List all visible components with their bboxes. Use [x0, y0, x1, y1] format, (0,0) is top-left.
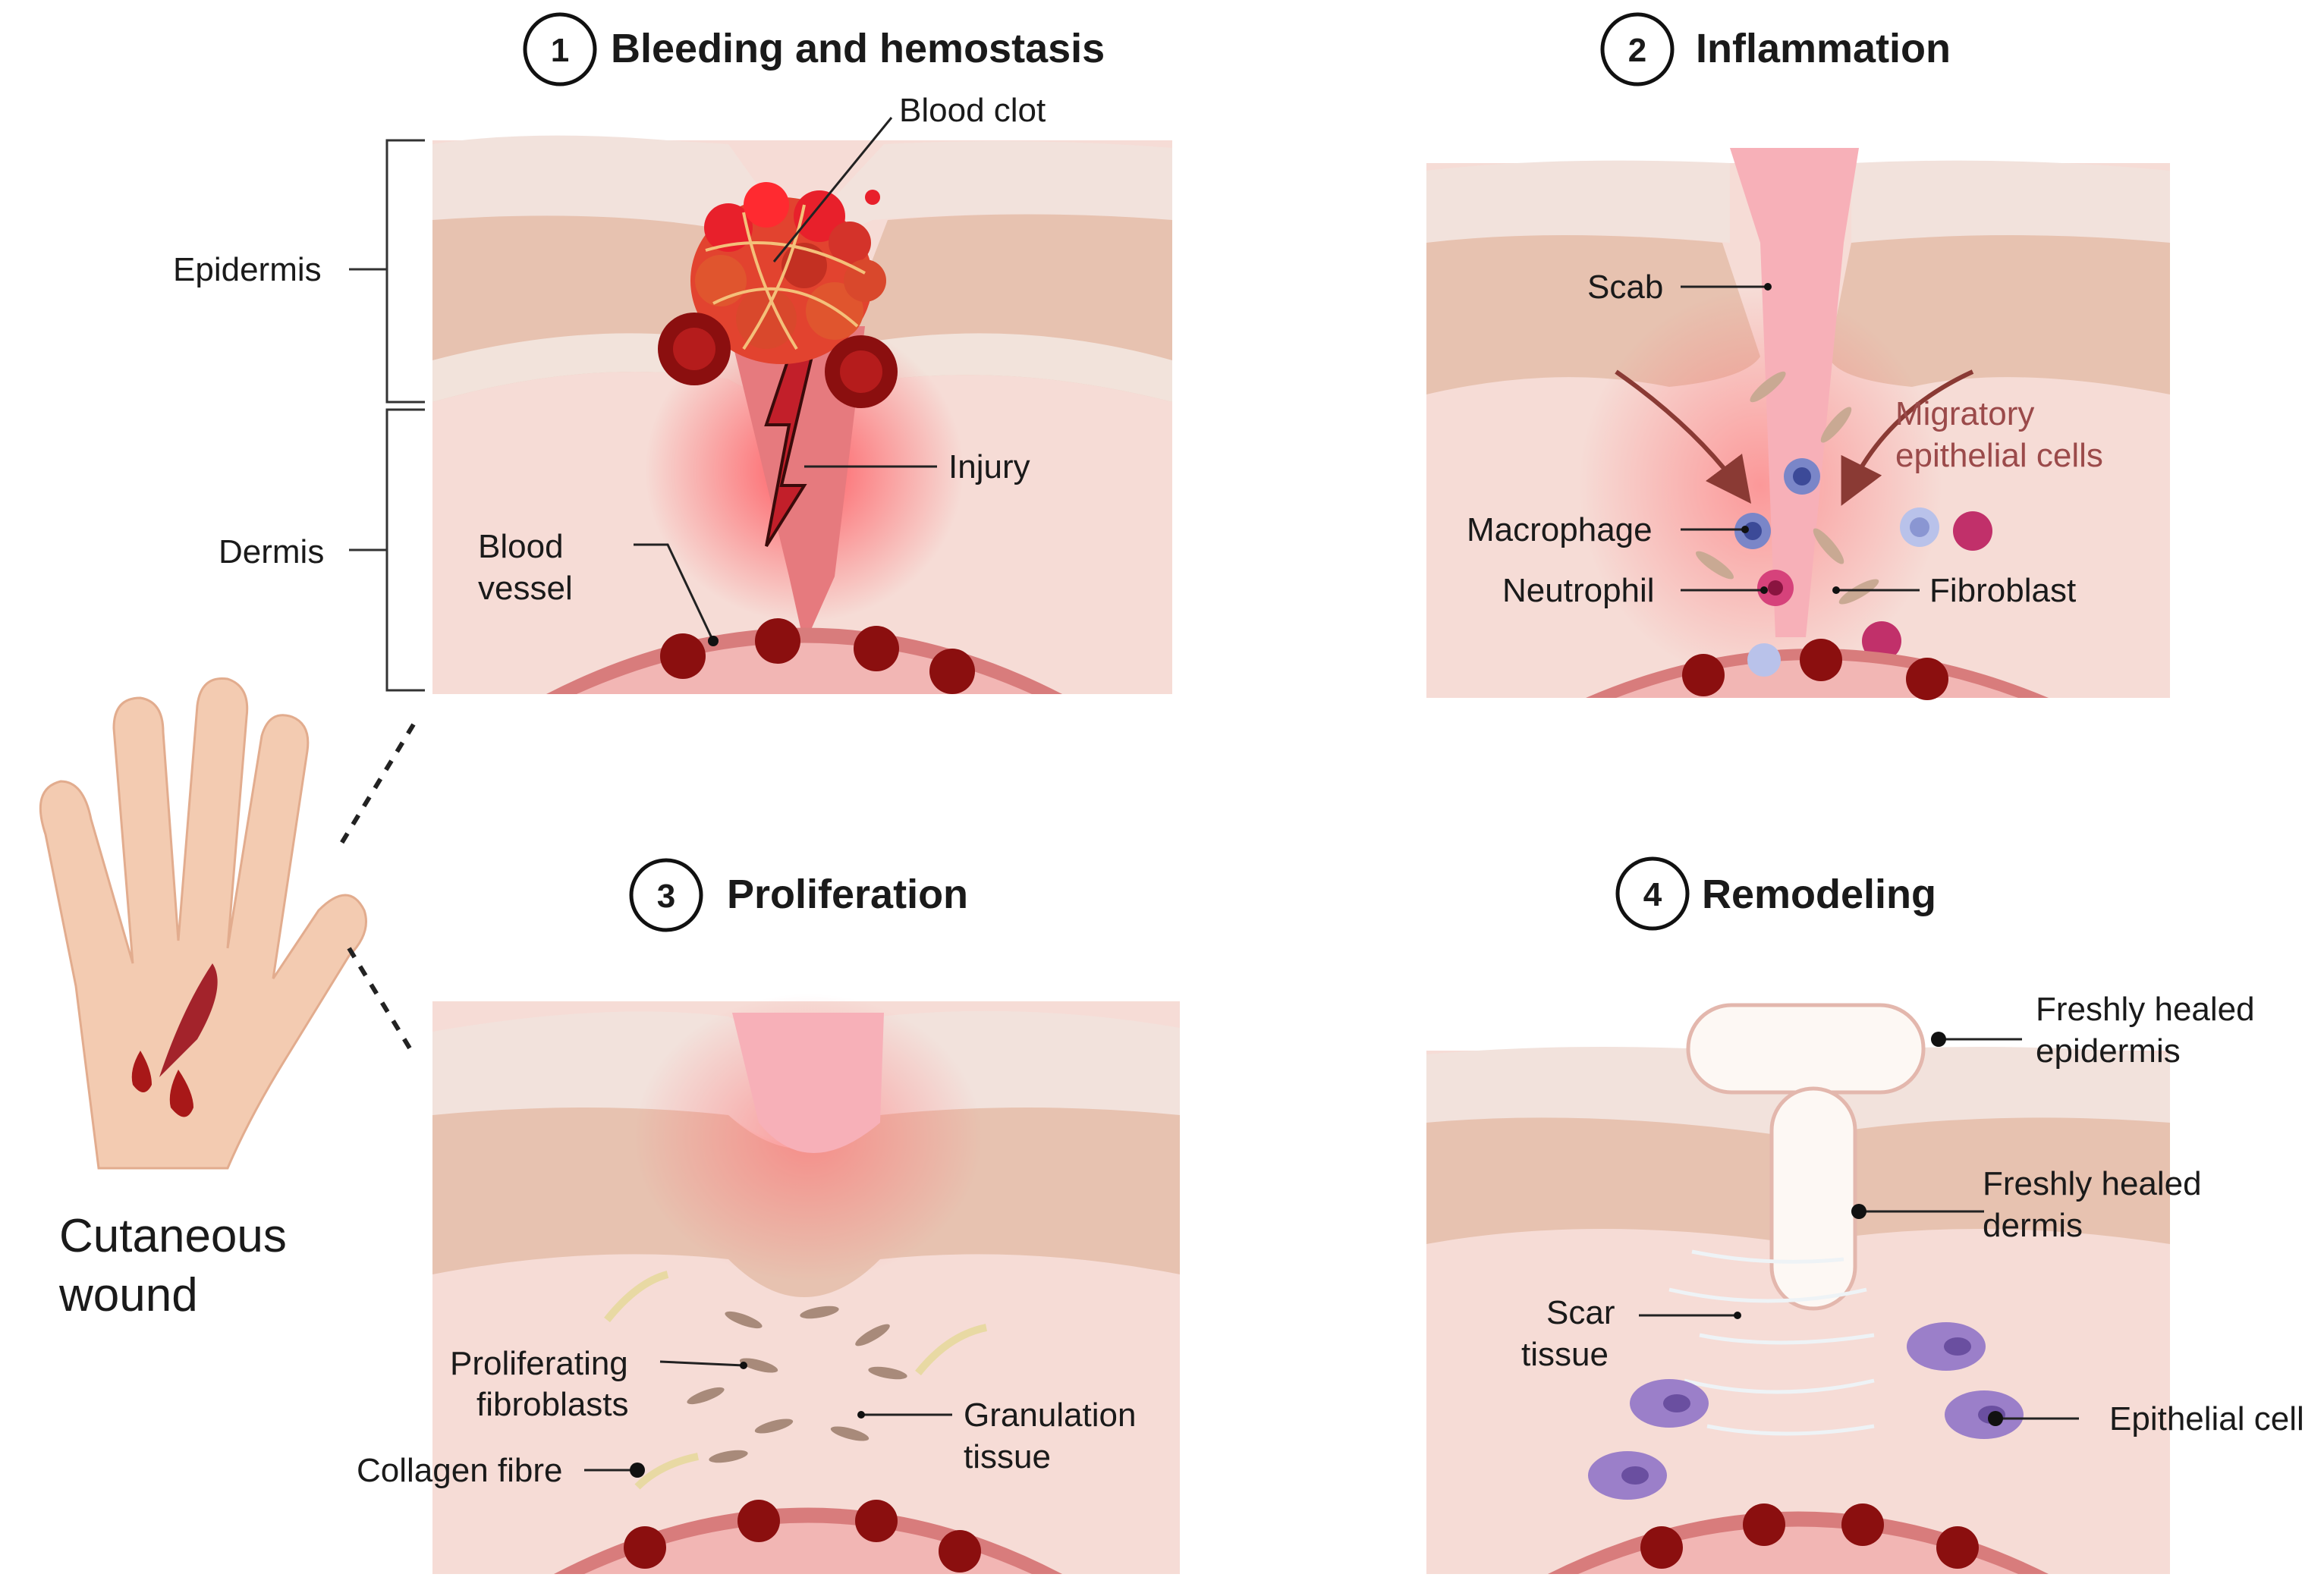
fibroblast-cell: [687, 1306, 907, 1463]
epidermis-bracket: [385, 139, 425, 404]
vessel-rbcs: [624, 1500, 981, 1573]
stage-number-badge: [523, 12, 597, 86]
label-granulation-line1: Granulation: [964, 1397, 1136, 1434]
label-prolif-line1: Proliferating: [450, 1345, 628, 1382]
panel-inflammation: [1426, 148, 2170, 700]
label-granulation-line2: tissue: [964, 1438, 1051, 1475]
label-fresh-dermis-line1: Freshly healed: [1983, 1165, 2202, 1202]
label-prolif-line2: fibroblasts: [476, 1386, 629, 1423]
scab: [1730, 148, 1859, 637]
leader-lines: [584, 117, 2079, 1472]
epithelial-cell: [1588, 1322, 2024, 1500]
leader-dots: [630, 283, 2003, 1478]
dermis-bracket: [385, 408, 425, 692]
label-blood-clot: Blood clot: [899, 92, 1046, 129]
label-migratory-line2: epithelial cells: [1895, 437, 2103, 474]
label-scab: Scab: [1587, 269, 1663, 306]
scar-fibres: [1668, 1249, 1875, 1436]
panel-bleeding: [349, 135, 1172, 694]
label-blood-vessel-line1: Blood: [478, 528, 564, 565]
red-blood-cell: [658, 313, 898, 408]
label-fresh-epidermis-line2: epidermis: [2036, 1032, 2181, 1070]
stage-number-badge: [629, 858, 703, 932]
vessel-rbcs: [1640, 1503, 1979, 1569]
label-fresh-dermis-line2: dermis: [1983, 1207, 2083, 1244]
label-scar-line1: Scar: [1546, 1294, 1615, 1331]
stage-number-badge: [1600, 12, 1675, 86]
label-neutrophil: Neutrophil: [1502, 572, 1655, 609]
blood-drop: [169, 1070, 193, 1117]
label-collagen: Collagen fibre: [357, 1452, 563, 1489]
inflammation-glow: [1578, 288, 1942, 683]
migration-arrow-right: [1841, 369, 1974, 506]
vessel-rbcs: [1682, 639, 1948, 700]
migration-arrow-left: [1615, 369, 1752, 504]
stratum-corneum: [432, 135, 1172, 250]
hand-illustration: [39, 677, 416, 1170]
stage-title-2: 2 Inflammation: [1600, 12, 1951, 86]
injury-lightning: [764, 330, 814, 548]
collagen-fibre: [604, 1271, 988, 1490]
stage-title-1: 1 Bleeding and hemostasis: [523, 12, 1105, 86]
stage-number-badge: [1615, 856, 1690, 931]
fresh-dermis-shape: [1769, 1086, 1857, 1311]
label-epithelial-cell: Epithelial cell: [2109, 1400, 2304, 1437]
label-blood-vessel-line2: vessel: [478, 570, 573, 607]
fresh-epidermis-shape: [1686, 1003, 1926, 1095]
stage-title-4: 4 Remodeling: [1615, 856, 1936, 931]
label-fresh-epidermis-line1: Freshly healed: [2036, 991, 2255, 1028]
stage-title: Bleeding and hemostasis: [611, 26, 1105, 71]
stage-title: Proliferation: [727, 872, 968, 917]
zoom-line-lower: [347, 947, 416, 1056]
label-injury: Injury: [948, 448, 1030, 485]
label-dermis: Dermis: [219, 533, 324, 570]
stage-title: Remodeling: [1702, 872, 1936, 917]
label-macrophage: Macrophage: [1467, 511, 1653, 548]
scab: [732, 1013, 884, 1153]
label-scar-line2: tissue: [1521, 1336, 1609, 1373]
label-migratory-line1: Migratory: [1895, 395, 2034, 432]
macrophage-cell: [1734, 458, 1939, 549]
stage-number: 1: [551, 32, 569, 69]
stratum-corneum: [1426, 160, 1730, 243]
neutrophil-cell: [1757, 511, 1992, 661]
stage-number: 3: [657, 878, 675, 915]
vessel-rbcs: [660, 618, 975, 694]
label-cutaneous-line2: wound: [58, 1269, 198, 1321]
palm-wound: [159, 963, 218, 1077]
fibroblast-cell: [1696, 371, 1879, 605]
label-cutaneous-line1: Cutaneous: [59, 1210, 287, 1262]
zoom-line-upper: [335, 723, 416, 851]
stage-number: 4: [1643, 876, 1662, 913]
stage-title: Inflammation: [1696, 26, 1951, 71]
panel-remodeling: [1426, 1003, 2170, 1574]
panel-proliferation: [432, 994, 1180, 1574]
label-epidermis: Epidermis: [173, 251, 322, 288]
blood-clot: [690, 182, 886, 364]
label-fibroblast: Fibroblast: [1929, 572, 2076, 609]
stage-title-3: 3 Proliferation: [629, 858, 968, 932]
stage-number: 2: [1628, 32, 1646, 69]
blood-drop: [131, 1051, 152, 1092]
